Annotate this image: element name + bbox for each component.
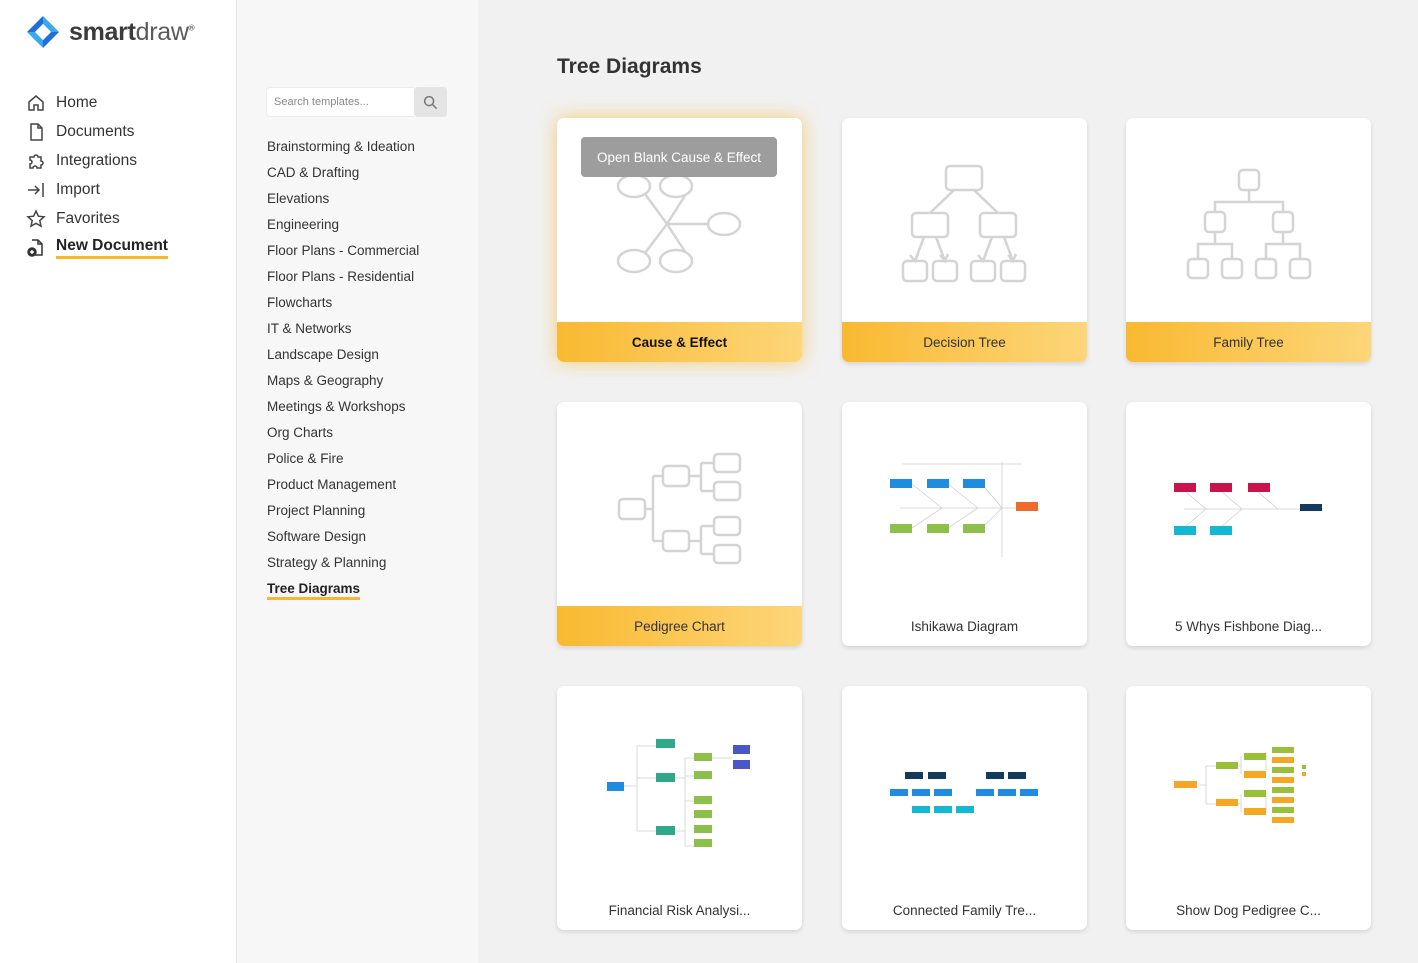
decision-tree-thumbnail [901,164,1027,283]
card-label: Connected Family Tre... [892,902,1037,918]
category-flowcharts[interactable]: Flowcharts [267,291,419,317]
template-card-family-tree[interactable]: Family Tree [1126,118,1371,362]
nav-item-label: Integrations [56,151,137,169]
card-label: Show Dog Pedigree C... [1176,902,1321,918]
category-floor-plans-commercial[interactable]: Floor Plans - Commercial [267,239,419,265]
category-label: Engineering [267,217,340,232]
template-search [266,87,447,117]
open-blank-button[interactable]: Open Blank Cause & Effect [581,137,777,177]
template-card-pedigree-chart[interactable]: Pedigree Chart [557,402,802,646]
search-button[interactable] [414,87,447,117]
template-card-connected-family-tree[interactable]: Connected Family Tre... [842,686,1087,930]
card-label: Decision Tree [842,322,1087,362]
nav-item-import[interactable]: Import [26,175,168,204]
category-label: Strategy & Planning [267,555,387,570]
card-label: 5 Whys Fishbone Diag... [1174,618,1323,634]
category-label: Product Management [267,477,397,492]
ishikawa-diagram-thumbnail [890,462,1038,557]
template-card-show-dog-pedigree[interactable]: Show Dog Pedigree C... [1126,686,1371,930]
category-floor-plans-residential[interactable]: Floor Plans - Residential [267,265,419,291]
nav-item-integrations[interactable]: Integrations [26,146,168,175]
template-card-ishikawa-diagram[interactable]: Ishikawa Diagram [842,402,1087,646]
category-police-fire[interactable]: Police & Fire [267,447,419,473]
left-navigation: smartdraw® Home Documents Integrations I… [0,0,237,963]
connected-family-tree-thumbnail [890,772,1038,813]
category-cad-drafting[interactable]: CAD & Drafting [267,161,419,187]
category-org-charts[interactable]: Org Charts [267,421,419,447]
nav-item-label: Documents [56,122,135,140]
5-whys-fishbone-thumbnail [1174,483,1322,535]
nav-item-favorites[interactable]: Favorites [26,204,168,233]
nav-item-label: New Document [56,237,168,259]
nav-item-label: Import [56,180,100,198]
category-meetings-workshops[interactable]: Meetings & Workshops [267,395,419,421]
card-label: Pedigree Chart [557,606,802,646]
document-icon [30,122,43,141]
category-label: Flowcharts [267,295,333,310]
category-maps-geography[interactable]: Maps & Geography [267,369,419,395]
category-label: Org Charts [267,425,334,440]
puzzle-icon [29,153,44,169]
new-document-icon [27,238,43,257]
logo-wordmark: smartdraw® [69,17,195,46]
template-card-decision-tree[interactable]: Decision Tree [842,118,1087,362]
category-label: Meetings & Workshops [267,399,406,414]
nav-item-new-document[interactable]: New Document [26,233,168,262]
main-content: Tree Diagrams Open Blank Cause & Effect … [478,0,1418,963]
category-landscape-design[interactable]: Landscape Design [267,343,419,369]
card-label: Cause & Effect [557,322,802,362]
category-project-planning[interactable]: Project Planning [267,499,419,525]
category-strategy-planning[interactable]: Strategy & Planning [267,551,419,577]
category-label: Software Design [267,529,367,544]
card-label: Ishikawa Diagram [910,618,1019,634]
category-label: Landscape Design [267,347,379,362]
category-label: Floor Plans - Residential [267,269,415,284]
template-card-cause-effect[interactable]: Open Blank Cause & Effect Cause & Effect [557,118,802,362]
category-tree-diagrams[interactable]: Tree Diagrams [267,577,419,603]
nav-item-home[interactable]: Home [26,88,168,117]
home-icon [28,94,44,111]
category-product-management[interactable]: Product Management [267,473,419,499]
category-label: IT & Networks [267,321,352,336]
smartdraw-logo[interactable]: smartdraw® [27,16,194,48]
financial-risk-analysis-thumbnail [607,739,750,847]
category-software-design[interactable]: Software Design [267,525,419,551]
family-tree-thumbnail [1186,168,1312,280]
template-card-financial-risk-analysis[interactable]: Financial Risk Analysi... [557,686,802,930]
category-elevations[interactable]: Elevations [267,187,419,213]
category-label: Brainstorming & Ideation [267,139,415,154]
pedigree-chart-thumbnail [617,452,742,565]
cause-effect-thumbnail [616,173,742,274]
category-engineering[interactable]: Engineering [267,213,419,239]
category-label: Project Planning [267,503,366,518]
nav-item-documents[interactable]: Documents [26,117,168,146]
smartdraw-logo-icon [27,16,59,48]
nav-item-label: Home [56,93,98,111]
import-icon [28,182,44,197]
nav-item-label: Favorites [56,209,120,227]
category-label: Maps & Geography [267,373,384,388]
show-dog-pedigree-thumbnail [1174,747,1306,823]
search-icon [423,95,438,109]
category-label: Tree Diagrams [267,581,361,600]
category-it-networks[interactable]: IT & Networks [267,317,419,343]
category-label: Police & Fire [267,451,344,466]
page-title: Tree Diagrams [557,55,702,78]
category-label: Elevations [267,191,330,206]
template-card-5-whys-fishbone[interactable]: 5 Whys Fishbone Diag... [1126,402,1371,646]
category-label: CAD & Drafting [267,165,360,180]
search-input[interactable] [266,87,414,117]
category-label: Floor Plans - Commercial [267,243,420,258]
category-brainstorming-ideation[interactable]: Brainstorming & Ideation [267,135,419,161]
star-icon [26,208,46,228]
card-label: Financial Risk Analysi... [608,902,751,918]
card-label: Family Tree [1126,322,1371,362]
main-nav-list: Home Documents Integrations Import Favor… [26,88,168,262]
